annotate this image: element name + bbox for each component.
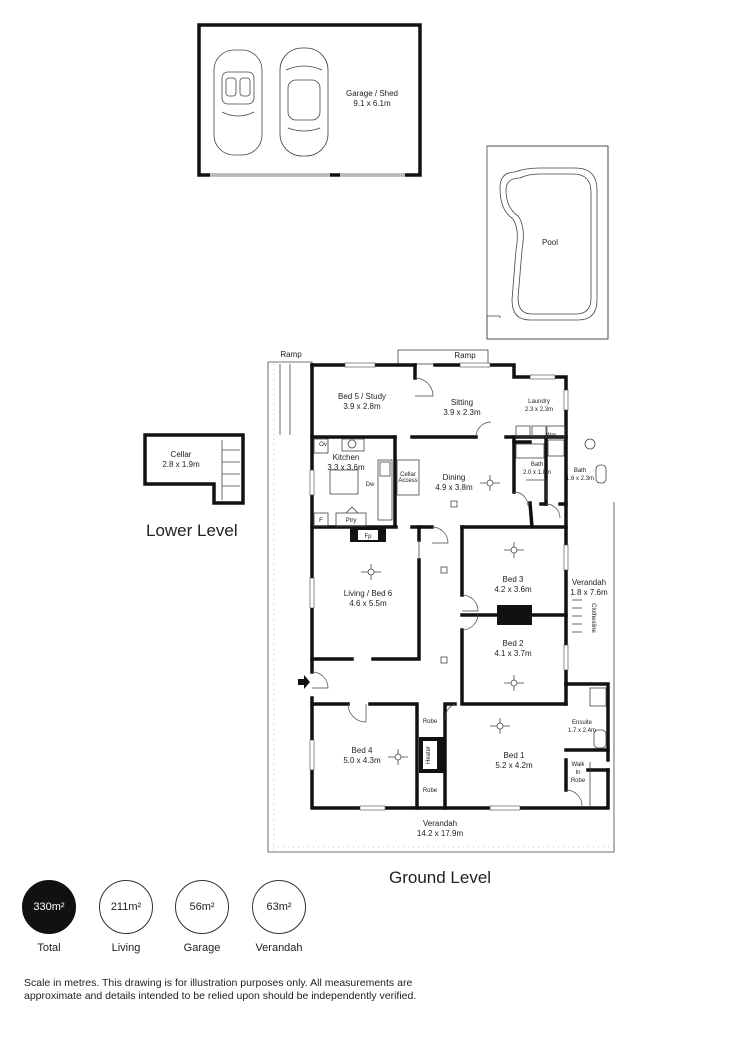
ground-level-plan: Ramp Ramp — [267, 349, 615, 853]
garage-size: 9.1 x 6.1m — [353, 99, 391, 108]
area-garage-caption: Garage — [183, 942, 221, 954]
cellar-size: 2.8 x 1.9m — [162, 460, 200, 469]
ceiling-fan-icon — [480, 475, 500, 491]
sitting-name: Sitting — [451, 398, 473, 407]
bed5-size: 3.9 x 2.8m — [343, 402, 381, 411]
bed3-size: 4.2 x 3.6m — [494, 585, 532, 594]
robe-bottom-label: Robe — [423, 788, 438, 794]
dining-name: Dining — [443, 473, 466, 482]
area-total-caption: Total — [37, 942, 61, 954]
ground-level-label: Ground Level — [389, 868, 492, 887]
cellar-name: Cellar — [171, 450, 192, 459]
bath1-size: 2.0 x 1.8m — [523, 470, 551, 476]
chimney-block — [497, 605, 532, 625]
entry-arrow-icon — [298, 675, 310, 689]
verandah-side-size: 1.8 x 7.6m — [570, 588, 608, 597]
verandah-front-name: Verandah — [423, 819, 457, 828]
dishwasher-label: Dw — [366, 482, 375, 488]
walkin-label-1: Walk — [571, 762, 585, 768]
ramp-left-label: Ramp — [280, 350, 302, 359]
verandah-front-size: 14.2 x 17.9m — [417, 829, 464, 838]
lower-level-label: Lower Level — [146, 521, 238, 540]
laundry-size: 2.3 x 2.3m — [525, 407, 553, 413]
kitchen-name: Kitchen — [333, 453, 360, 462]
ceiling-fan-icon — [504, 542, 524, 558]
ensuite-fixtures — [589, 687, 607, 806]
clothesline — [572, 599, 582, 633]
area-total-value: 330m² — [22, 880, 76, 934]
walkin-label-2: In — [575, 770, 580, 776]
verandah-side-name: Verandah — [572, 578, 606, 587]
area-living-value: 211m² — [99, 880, 153, 934]
ceiling-fan-icon — [388, 749, 408, 765]
pool-label: Pool — [542, 238, 558, 247]
living-size: 4.6 x 5.5m — [349, 599, 387, 608]
light-icon — [440, 500, 458, 664]
cellar-access-label-1: Cellar — [400, 472, 416, 478]
cellar-access-label-2: Access — [398, 478, 417, 484]
bed4-name: Bed 4 — [352, 746, 373, 755]
bed1-name: Bed 1 — [504, 751, 525, 760]
ensuite-size: 1.7 x 2.4m — [568, 728, 596, 734]
bed2-name: Bed 2 — [503, 639, 524, 648]
laundry-name: Laundry — [528, 399, 550, 405]
cellar: Cellar 2.8 x 1.9m — [143, 433, 245, 505]
wm-label: Wm — [546, 433, 557, 439]
bath2-size: 1.6 x 2.3m — [566, 476, 594, 482]
heater-label: Heater — [426, 746, 432, 764]
doors — [311, 377, 583, 807]
pool: Pool — [486, 145, 609, 340]
bath2-name: Bath — [574, 468, 586, 474]
bed2-size: 4.1 x 3.7m — [494, 649, 532, 658]
fridge-label: F — [319, 518, 323, 524]
walkin-label-3: Robe — [571, 778, 586, 784]
area-verandah-value: 63m² — [252, 880, 306, 934]
windows — [309, 362, 569, 811]
garage-shed: Garage / Shed 9.1 x 6.1m — [197, 23, 422, 177]
area-garage-value: 56m² — [175, 880, 229, 934]
dining-size: 4.9 x 3.8m — [435, 483, 473, 492]
disclaimer-text: Scale in metres. This drawing is for ill… — [24, 977, 417, 1002]
bed1-size: 5.2 x 4.2m — [495, 761, 533, 770]
kitchen-size: 3.3 x 3.6m — [327, 463, 365, 472]
living-name: Living / Bed 6 — [344, 589, 393, 598]
car-icon — [213, 49, 263, 156]
car-icon — [279, 47, 329, 157]
kitchen-fixtures — [313, 438, 420, 527]
robe-top-label: Robe — [423, 719, 438, 725]
area-living-caption: Living — [111, 942, 141, 954]
oven-label: Ov — [319, 442, 327, 448]
fireplace-label: Fp — [364, 534, 372, 540]
bed3-name: Bed 3 — [503, 575, 524, 584]
bath1-name: Bath — [531, 462, 543, 468]
ramp-top-label: Ramp — [454, 351, 476, 360]
ceiling-fan-icon — [361, 564, 381, 580]
area-verandah-caption: Verandah — [255, 942, 303, 954]
clothesline-label: Clothesline — [590, 603, 596, 633]
ensuite-name: Ensuite — [572, 720, 593, 726]
pantry-label: Ptry — [346, 518, 357, 524]
garage-name: Garage / Shed — [346, 89, 398, 98]
ceiling-fan-icon — [490, 718, 510, 734]
wet-area-fixtures — [515, 425, 607, 500]
bed4-size: 5.0 x 4.3m — [343, 756, 381, 765]
ceiling-fan-icon — [504, 675, 524, 691]
sitting-size: 3.9 x 2.3m — [443, 408, 481, 417]
bed5-name: Bed 5 / Study — [338, 392, 386, 401]
